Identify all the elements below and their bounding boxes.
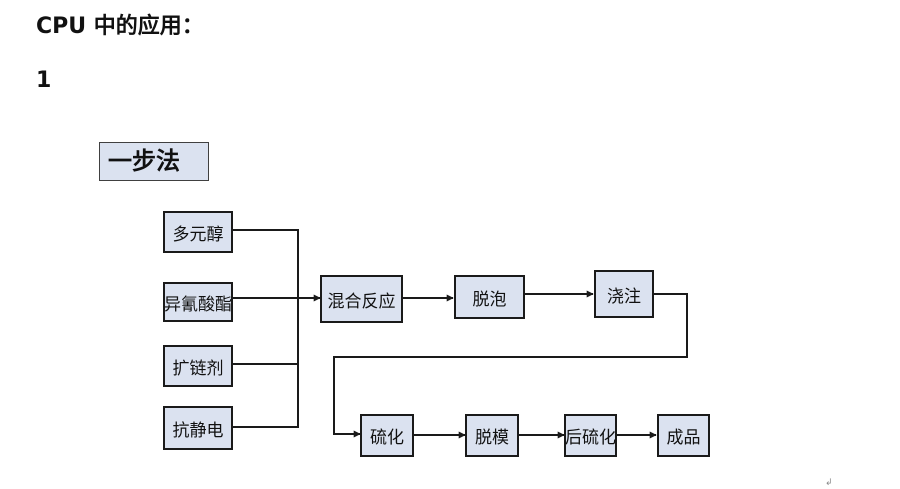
process-node: 脱泡 bbox=[454, 275, 525, 319]
input-node: 异氰酸酯 bbox=[163, 282, 233, 322]
process-node: 后硫化 bbox=[564, 414, 617, 457]
connector-pour-to-cure bbox=[333, 293, 688, 438]
process-node: 硫化 bbox=[360, 414, 414, 457]
method-title-box: 一步法 bbox=[99, 142, 209, 181]
process-node: 浇注 bbox=[594, 270, 654, 318]
item-number: 1 bbox=[36, 68, 52, 93]
process-node: 脱模 bbox=[465, 414, 519, 457]
paragraph-mark: ↲ bbox=[825, 478, 833, 488]
process-node: 混合反应 bbox=[320, 275, 403, 323]
input-node: 扩链剂 bbox=[163, 345, 233, 387]
section-title: CPU 中的应用： bbox=[36, 14, 204, 39]
method-title: 一步法 bbox=[108, 147, 180, 175]
product-node: 成品 bbox=[657, 414, 710, 457]
input-node: 抗静电 bbox=[163, 406, 233, 450]
input-node: 多元醇 bbox=[163, 211, 233, 253]
